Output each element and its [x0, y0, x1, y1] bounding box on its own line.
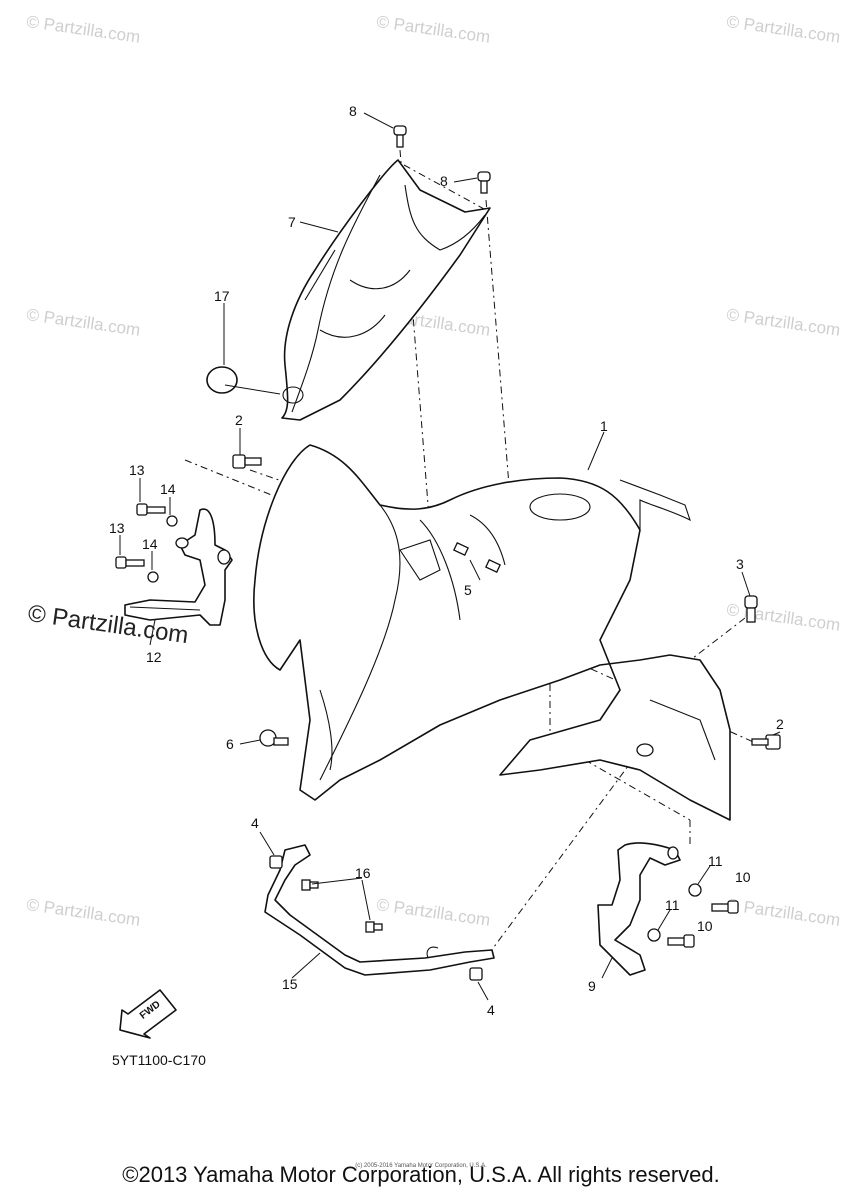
- forward-arrow-icon: [119, 989, 177, 1039]
- callout-2: 2: [235, 412, 243, 428]
- diagram-reference-code: 5YT1100-C170: [112, 1052, 206, 1068]
- callout-1: 1: [600, 418, 608, 434]
- upper-cover-part-7: [281, 159, 491, 421]
- callout-10: 10: [735, 869, 751, 885]
- copyright-footer: ©2013 Yamaha Motor Corporation, U.S.A. A…: [122, 1162, 720, 1187]
- callout-14: 14: [160, 481, 176, 497]
- callout-13: 13: [109, 520, 125, 536]
- callout-7: 7: [288, 214, 296, 230]
- callout-17: 17: [214, 288, 230, 304]
- callout-12: 12: [146, 649, 162, 665]
- front-fender-part-1: [253, 444, 731, 821]
- callout-13: 13: [129, 462, 145, 478]
- callout-14: 14: [142, 536, 158, 552]
- callout-3: 3: [736, 556, 744, 572]
- callout-11: 11: [708, 853, 723, 869]
- callout-8: 8: [440, 173, 448, 189]
- callout-4: 4: [251, 815, 259, 831]
- emblem-part-17: [206, 366, 238, 394]
- leader-lines: [119, 112, 781, 1001]
- callout-16: 16: [355, 865, 371, 881]
- callout-15: 15: [282, 976, 298, 992]
- callout-6: 6: [226, 736, 234, 752]
- right-bracket-part-9: [597, 842, 681, 976]
- callout-9: 9: [588, 978, 596, 994]
- callout-4: 4: [487, 1002, 495, 1018]
- callout-5: 5: [464, 582, 472, 598]
- left-bracket-part-12: [124, 508, 233, 626]
- callout-2: 2: [776, 716, 784, 732]
- lower-stay-part-15: [264, 844, 495, 976]
- fasteners: [115, 125, 781, 981]
- callout-10: 10: [697, 918, 713, 934]
- callout-8: 8: [349, 103, 357, 119]
- callout-11: 11: [665, 897, 680, 913]
- tiny-copyright-watermark: (c) 2005-2016 Yamaha Motor Corporation, …: [355, 1163, 487, 1169]
